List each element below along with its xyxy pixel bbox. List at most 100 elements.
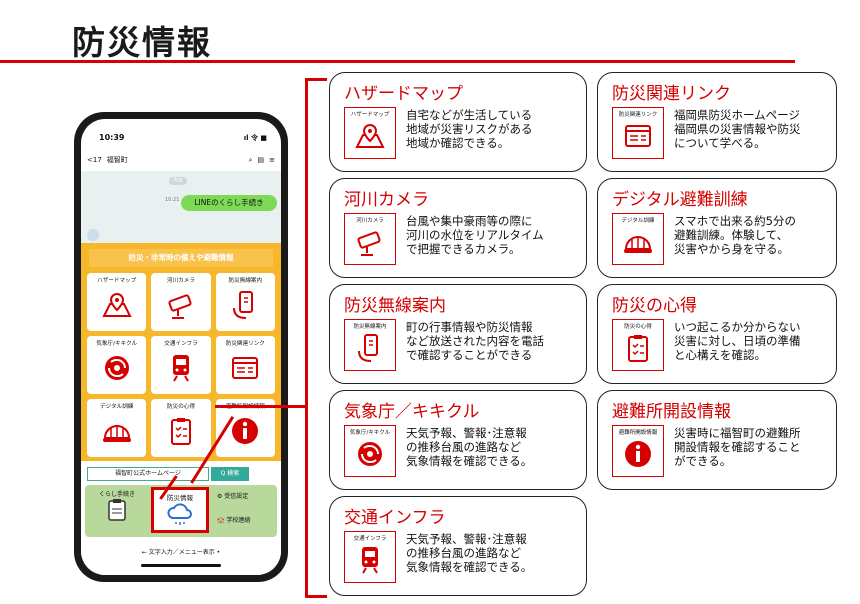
- document-icon: [621, 125, 655, 157]
- card-title: 防災の心得: [612, 296, 697, 316]
- tab-kurashi[interactable]: くらし手続き: [89, 489, 145, 524]
- cloud-rain-icon: [167, 503, 192, 525]
- phone-mockup: 10:39 ıl 令 ■ <17 福智町 ⌕ ▤ ≡ 今日 10:21 LINE…: [74, 112, 288, 582]
- rich-menu-item[interactable]: 交通インフラ: [151, 336, 211, 394]
- official-site-link[interactable]: 福智町公式ホームページ: [87, 467, 209, 481]
- card-icon-caption: 河川カメラ: [356, 218, 384, 224]
- typhoon-icon: [87, 347, 146, 389]
- helmet-icon: [621, 236, 655, 263]
- card-icon-box: 防災無線案内: [344, 319, 396, 371]
- feature-card: 河川カメラ河川カメラ台風や集中豪雨等の際に 河川の水位をリアルタイム で把握でき…: [329, 178, 587, 278]
- rich-menu-item-label: ハザードマップ: [97, 278, 137, 284]
- search-icon[interactable]: ⌕: [248, 155, 253, 164]
- feature-card: 防災無線案内防災無線案内町の行事情報や防災情報 など放送された内容を電話 で確認…: [329, 284, 587, 384]
- tab-kurashi-label: くらし手続き: [98, 491, 135, 498]
- tab-jushin-label: 受信設定: [224, 493, 249, 500]
- back-button[interactable]: <17: [87, 156, 102, 164]
- chat-header: <17 福智町 ⌕ ▤ ≡: [87, 151, 275, 169]
- card-icon-caption: 防災関連リンク: [618, 112, 658, 118]
- text-input-menu-toggle[interactable]: ← 文字入力／メニュー表示 •: [141, 549, 221, 556]
- search-button[interactable]: Q 検索: [211, 467, 249, 481]
- card-icon-box: 防災関連リンク: [612, 107, 664, 159]
- chat-name: 福智町: [106, 156, 128, 164]
- card-icon-caption: 気象庁/キキクル: [349, 430, 391, 436]
- feature-card: 気象庁／キキクル気象庁/キキクル天気予報、警報･注意報 の推移台風の進路など 気…: [329, 390, 587, 490]
- status-bar: 10:39 ıl 令 ■: [99, 133, 267, 143]
- rich-menu-item[interactable]: 気象庁/キキクル: [87, 336, 147, 394]
- card-icon-box: ハザードマップ: [344, 107, 396, 159]
- connector-line: [215, 405, 307, 408]
- feature-card: ハザードマップハザードマップ自宅などが生活している 地域が災害リスクがある 地域…: [329, 72, 587, 172]
- home-indicator: [141, 564, 221, 567]
- typhoon-icon: [353, 442, 387, 475]
- bracket-top: [305, 78, 327, 81]
- menu-icon[interactable]: ≡: [269, 156, 275, 164]
- title-underline: [0, 60, 795, 63]
- feature-card: 交通インフラ交通インフラ天気予報、警報･注意報 の推移台風の進路など 気象情報を…: [329, 496, 587, 596]
- card-description: スマホで出来る約5分の 避難訓練。体験して、 災害やから身を守る。: [674, 214, 796, 256]
- phone-bottom: 福智町公式ホームページ Q 検索 くらし手続き 防災情報 ⚙ 受信設定 🏫 学校…: [81, 461, 281, 575]
- rich-menu-item[interactable]: 河川カメラ: [151, 273, 211, 331]
- card-title: 気象庁／キキクル: [344, 402, 480, 422]
- tab-gakkou-label: 学校連絡: [226, 517, 251, 524]
- date-chip: 今日: [169, 177, 187, 185]
- card-title: 交通インフラ: [344, 508, 446, 528]
- tab-gakkou[interactable]: 🏫 学校連絡: [217, 515, 250, 524]
- card-title: 避難所開設情報: [612, 402, 731, 422]
- phone-screen: 10:39 ıl 令 ■ <17 福智町 ⌕ ▤ ≡ 今日 10:21 LINE…: [81, 119, 281, 575]
- feature-card: 避難所開設情報避難所開設情報災害時に福智町の避難所 開設情報を確認すること がで…: [597, 390, 837, 490]
- helmet-icon: [87, 410, 146, 452]
- rich-menu-item-label: デジタル訓練: [99, 404, 134, 410]
- rich-menu-item-label: 防災の心得: [167, 404, 195, 410]
- card-icon-caption: 防災の心得: [624, 324, 652, 330]
- bracket-bottom: [305, 595, 327, 598]
- feature-card: 防災の心得防災の心得いつ起こるか分からない 災害に対し、日頃の準備 と心構えを確…: [597, 284, 837, 384]
- rich-menu-item[interactable]: 防災関連リンク: [215, 336, 275, 394]
- train-icon: [353, 547, 387, 581]
- note-icon[interactable]: ▤: [257, 156, 265, 164]
- phone-hand-icon: [353, 334, 387, 369]
- rich-menu: 防災・非常時の備えや避難情報 ハザードマップ河川カメラ防災無線案内気象庁/キキク…: [81, 243, 281, 461]
- card-description: いつ起こるか分からない 災害に対し、日頃の準備 と心構えを確認。: [674, 320, 801, 362]
- tab-bar: くらし手続き 防災情報 ⚙ 受信設定 🏫 学校連絡: [85, 485, 277, 537]
- rich-menu-item[interactable]: デジタル訓練: [87, 399, 147, 457]
- card-title: 防災無線案内: [344, 296, 446, 316]
- avatar: [87, 229, 99, 241]
- card-description: 町の行事情報や防災情報 など放送された内容を電話 で確認することができる: [406, 320, 544, 362]
- message-bubble[interactable]: LINEのくらし手続き: [181, 195, 277, 211]
- card-icon-box: 交通インフラ: [344, 531, 396, 583]
- card-icon-box: 避難所開設情報: [612, 425, 664, 477]
- card-icon-caption: デジタル訓練: [621, 218, 655, 224]
- checklist-icon: [151, 410, 210, 452]
- card-description: 福岡県防災ホームページ 福岡県の災害情報や防災 について学べる。: [674, 108, 801, 150]
- map-pin-icon: [353, 124, 387, 157]
- card-icon-caption: 避難所開設情報: [618, 430, 658, 436]
- card-description: 天気予報、警報･注意報 の推移台風の進路など 気象情報を確認できる。: [406, 532, 533, 574]
- status-icons: ıl 令 ■: [243, 134, 267, 142]
- card-icon-caption: 防災無線案内: [353, 324, 387, 330]
- card-icon-caption: ハザードマップ: [350, 112, 390, 118]
- card-icon-box: デジタル訓練: [612, 213, 664, 265]
- tab-jushin[interactable]: ⚙ 受信設定: [217, 491, 248, 500]
- card-title: 河川カメラ: [344, 190, 429, 210]
- bracket-line: [305, 78, 308, 598]
- card-icon-box: 河川カメラ: [344, 213, 396, 265]
- rich-menu-item-label: 交通インフラ: [164, 341, 198, 347]
- tab-bousai-label: 防災情報: [167, 494, 193, 502]
- camera-icon: [151, 284, 210, 326]
- card-title: ハザードマップ: [344, 84, 463, 104]
- info-icon: [216, 410, 275, 452]
- rich-menu-item[interactable]: 防災の心得: [151, 399, 211, 457]
- rich-menu-item[interactable]: 防災無線案内: [215, 273, 275, 331]
- card-icon-box: 防災の心得: [612, 319, 664, 371]
- info-icon: [621, 441, 655, 475]
- rich-menu-item[interactable]: ハザードマップ: [87, 273, 147, 331]
- feature-card: デジタル避難訓練デジタル訓練スマホで出来る約5分の 避難訓練。体験して、 災害や…: [597, 178, 837, 278]
- card-icon-box: 気象庁/キキクル: [344, 425, 396, 477]
- phone-hand-icon: [216, 284, 275, 326]
- message-time: 10:21: [165, 197, 180, 203]
- card-title: 防災関連リンク: [612, 84, 731, 104]
- card-description: 台風や集中豪雨等の際に 河川の水位をリアルタイム で把握できるカメラ。: [406, 214, 544, 256]
- tab-bousai[interactable]: 防災情報: [151, 487, 209, 533]
- document-icon: [216, 347, 275, 389]
